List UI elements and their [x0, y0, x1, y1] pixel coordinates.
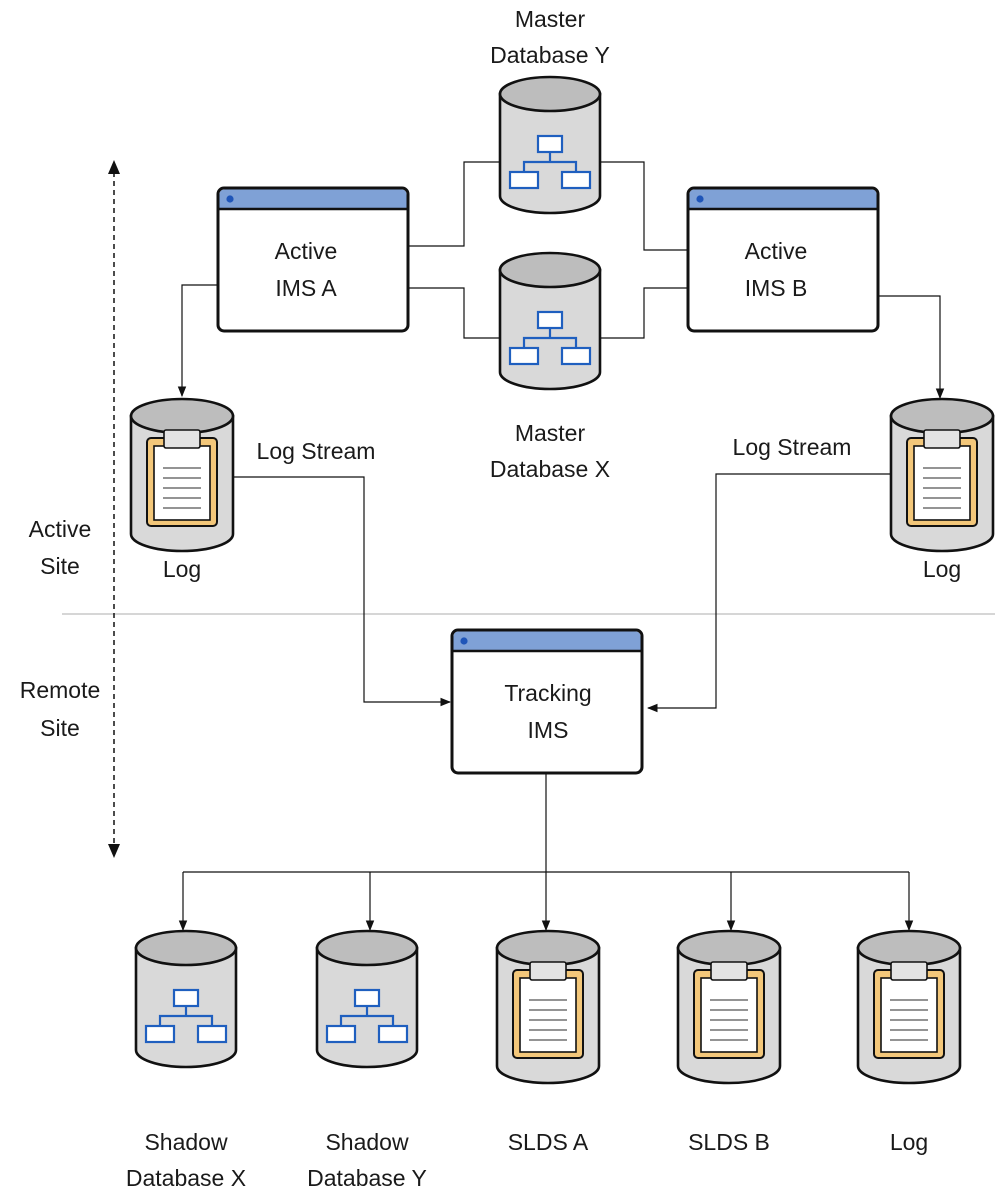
- shadow-db-x-label-line: Shadow: [144, 1129, 228, 1155]
- log-b-label-line: Log: [923, 556, 961, 582]
- active-ims-a-label-line: IMS A: [275, 275, 337, 301]
- clipboard-log-icon: [146, 429, 218, 527]
- master-db-y-label-line: Master: [515, 6, 586, 32]
- slds-b-label-line: SLDS B: [688, 1129, 770, 1155]
- log-b-cylinder: Log: [889, 397, 995, 582]
- database-hierarchy-icon: [508, 310, 592, 366]
- connector-lines: [177, 161, 945, 932]
- site-axis: [108, 160, 120, 858]
- slds-a-label-line: SLDS A: [508, 1129, 589, 1155]
- clipboard-log-icon: [512, 961, 584, 1059]
- log-a-label-line: Log: [163, 556, 201, 582]
- slds-a-cylinder: SLDS A: [495, 929, 601, 1155]
- database-hierarchy-icon: [325, 988, 409, 1044]
- master-db-x-label-line: Database X: [490, 456, 610, 482]
- tracking-ims-label-line: Tracking: [504, 680, 591, 706]
- log-remote-cylinder: Log: [856, 929, 962, 1155]
- active-ims-a-label-line: Active: [275, 238, 338, 264]
- active-ims-b-label-line: Active: [745, 238, 808, 264]
- active-ims-b-label-line: IMS B: [745, 275, 808, 301]
- master-db-x-label-line: Master: [515, 420, 586, 446]
- shadow-db-y-label-line: Database Y: [307, 1165, 427, 1191]
- log-stream-label-b: Log Stream: [733, 434, 852, 460]
- database-hierarchy-icon: [508, 134, 592, 190]
- active-site-label: Active Site: [14, 508, 110, 584]
- log-remote-label-line: Log: [890, 1129, 928, 1155]
- window-dot-icon: [226, 195, 234, 203]
- clipboard-log-icon: [693, 961, 765, 1059]
- window-dot-icon: [696, 195, 704, 203]
- svg-text:Remote: Remote: [20, 677, 101, 703]
- window-dot-icon: [460, 637, 468, 645]
- clipboard-log-icon: [906, 429, 978, 527]
- log-a-cylinder: Log: [129, 397, 235, 582]
- tracking-ims-label-line: IMS: [528, 717, 569, 743]
- svg-text:Site: Site: [40, 715, 80, 741]
- shadow-db-y-label-line: Shadow: [325, 1129, 409, 1155]
- svg-text:Active: Active: [29, 516, 92, 542]
- shadow-db-x-label-line: Database X: [126, 1165, 246, 1191]
- slds-b-cylinder: SLDS B: [676, 929, 782, 1155]
- clipboard-log-icon: [873, 961, 945, 1059]
- database-hierarchy-icon: [144, 988, 228, 1044]
- master-db-y-label-line: Database Y: [490, 42, 610, 68]
- remote-site-label: Remote Site: [8, 672, 112, 748]
- log-stream-label-a: Log Stream: [257, 438, 376, 464]
- svg-text:Site: Site: [40, 553, 80, 579]
